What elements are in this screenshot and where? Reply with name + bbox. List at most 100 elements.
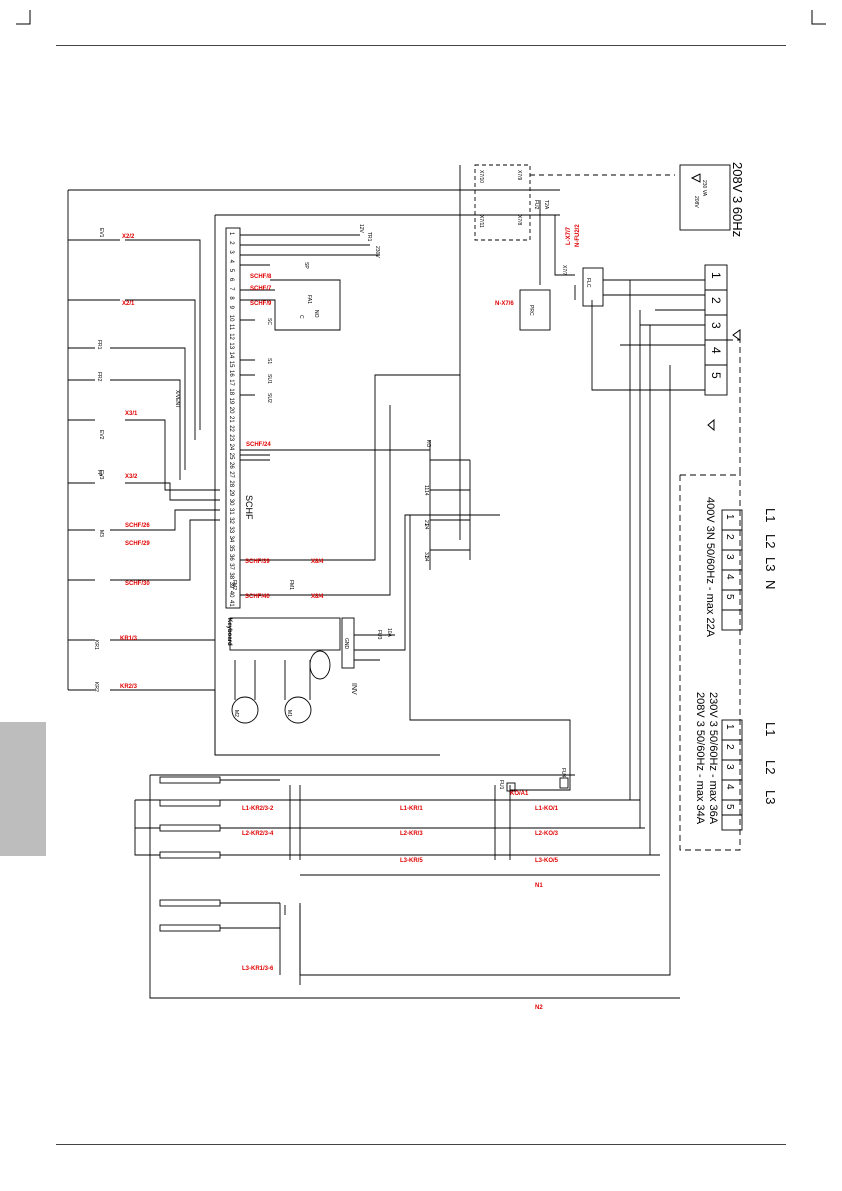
label-l1-ko-1: L1-KO/1 (535, 806, 559, 812)
schf-terminal-38: 38 (228, 572, 234, 579)
ko-contact-31: 31 (423, 552, 429, 558)
main-terminal-5: 5 (709, 372, 723, 379)
schf-terminal-8: 8 (228, 296, 234, 300)
schf-terminal-23: 23 (228, 434, 234, 441)
s1-label: S1 (266, 358, 272, 364)
arrow-marker-icon (690, 173, 701, 183)
sc-label: SC (266, 318, 272, 325)
supply-3n-terminal-5: 5 (724, 594, 735, 600)
schf-terminal-12: 12 (228, 333, 234, 340)
label-l2-kr2-3-4: L2-KR2/3-4 (242, 831, 274, 837)
schf-terminal-32: 32 (228, 517, 234, 524)
inv-label: INV (350, 683, 357, 695)
supply-3-terminal-2: 2 (724, 744, 735, 750)
label-kr1-3: KR1/3 (120, 636, 138, 642)
label-kr2-3: KR2/3 (120, 684, 138, 690)
label-schf-24: SCHF/24 (246, 442, 271, 448)
label-schf-26: SCHF/26 (125, 523, 150, 529)
label-x2-1: X2/1 (122, 301, 135, 307)
c-label: C (298, 315, 304, 319)
label-n1: N1 (535, 883, 543, 889)
label-x8-4-b: X8/4 (311, 594, 324, 600)
ko-contact-34: 34 (423, 556, 429, 562)
schf-terminal-1: 1 (228, 232, 234, 236)
schf-terminal-30: 30 (228, 499, 234, 506)
schf-terminal-35: 35 (228, 545, 234, 552)
flc-label: FLC (585, 278, 591, 288)
label-x8-4-a: X8/4 (311, 559, 324, 565)
label-x3-2: X3/2 (125, 474, 138, 480)
supply-3-line2: 208V 3 50/60Hz - max 34A (694, 692, 706, 825)
ko-contact-11: 11 (423, 485, 429, 490)
section-tab (0, 722, 46, 856)
schf-terminal-36: 36 (228, 554, 234, 561)
label-l2-kr-3: L2-KR/3 (400, 831, 423, 837)
v-230-label: 230V (374, 246, 380, 258)
schf-name: SCHF (244, 495, 254, 520)
schf-terminal-26: 26 (228, 462, 234, 469)
supply-3n-l1: L1 (763, 508, 778, 522)
gnd-label: GND (343, 638, 349, 650)
schf-terminal-16: 16 (228, 370, 234, 377)
schf-terminal-34: 34 (228, 536, 234, 543)
supply-3n-l3: L3 (763, 557, 778, 571)
supply-3-l3: L3 (763, 790, 778, 804)
label-schf-7: SCHF/7 (250, 286, 272, 292)
label-l-x7-7: L-X7/7 (566, 226, 572, 245)
ev3-label: EV3 (98, 470, 104, 480)
m3-label: M3 (98, 530, 104, 537)
schf-terminal-37: 37 (228, 563, 234, 570)
schf-terminal-13: 13 (228, 342, 234, 349)
fr1-label: FR1 (96, 340, 102, 350)
supply-3-terminal-4: 4 (724, 784, 735, 790)
fa1-label: FA1 (306, 295, 312, 304)
schf-terminal-41: 41 (228, 600, 234, 607)
main-terminal-2: 2 (709, 297, 723, 304)
label-n-x7-6: N-X7/6 (495, 301, 514, 307)
su1-label: SU1 (266, 374, 272, 384)
crop-mark-corner (16, 10, 46, 40)
ko-contact-14: 14 (423, 490, 429, 496)
schf-terminal-29: 29 (228, 490, 234, 497)
fp-label: FP (96, 470, 102, 477)
fr2-label: FR2 (96, 372, 102, 382)
m2-label: M2 (233, 710, 239, 717)
va-230-label: 230 VA (701, 180, 707, 197)
t2a-label: T2A (543, 200, 549, 210)
schf-terminal-24: 24 (228, 444, 234, 451)
supply-3n-terminal-2: 2 (724, 534, 735, 540)
schf-terminal-6: 6 (228, 278, 234, 282)
label-schf-8: SCHF/8 (250, 274, 272, 280)
no-label: NO (313, 310, 319, 318)
supply-3n-terminal-4: 4 (724, 574, 735, 580)
x7-11-label: X7/11 (478, 215, 484, 228)
label-l3-kr1-3-6: L3-KR1/3-6 (242, 966, 274, 972)
schf-terminal-31: 31 (228, 508, 234, 515)
schf-terminal-9: 9 (228, 306, 234, 310)
x7-9-label: X7/9 (516, 170, 522, 181)
label-schf-30: SCHF/30 (125, 581, 150, 587)
label-l1-kr2-3-2: L1-KR2/3-2 (242, 806, 274, 812)
schf-terminal-10: 10 (228, 315, 234, 322)
schf-terminal-39: 39 (228, 582, 234, 589)
ground-symbol-icon (732, 329, 741, 341)
label-schf-29: SCHF/29 (125, 541, 150, 547)
crop-mark-corner-right (796, 10, 826, 40)
schf-terminal-21: 21 (228, 416, 234, 423)
supply-3-line1: 230V 3 50/60Hz - max 36A (707, 692, 719, 825)
x7-8-label: X7/8 (516, 215, 522, 226)
schf-terminal-19: 19 (228, 398, 234, 405)
supply-3-terminal-1: 1 (724, 724, 735, 730)
x7-7-label: X7/7 (561, 265, 567, 276)
label-l3-ko-5: L3-KO/5 (535, 858, 559, 864)
fuse-10a-label: 10A (386, 628, 392, 638)
ev2-label: EV2 (98, 430, 104, 440)
kr1-label: KR1 (93, 640, 99, 650)
main-terminal-1: 1 (709, 272, 723, 279)
label-x2-2: X2/2 (122, 234, 135, 240)
label-l1-kr-1: L1-KR/1 (400, 806, 423, 812)
schf-terminal-2: 2 (228, 241, 234, 245)
label-schf-40: SCHF/40 (245, 594, 270, 600)
label-n-fu2-2: N-FU2/2 (575, 224, 581, 247)
